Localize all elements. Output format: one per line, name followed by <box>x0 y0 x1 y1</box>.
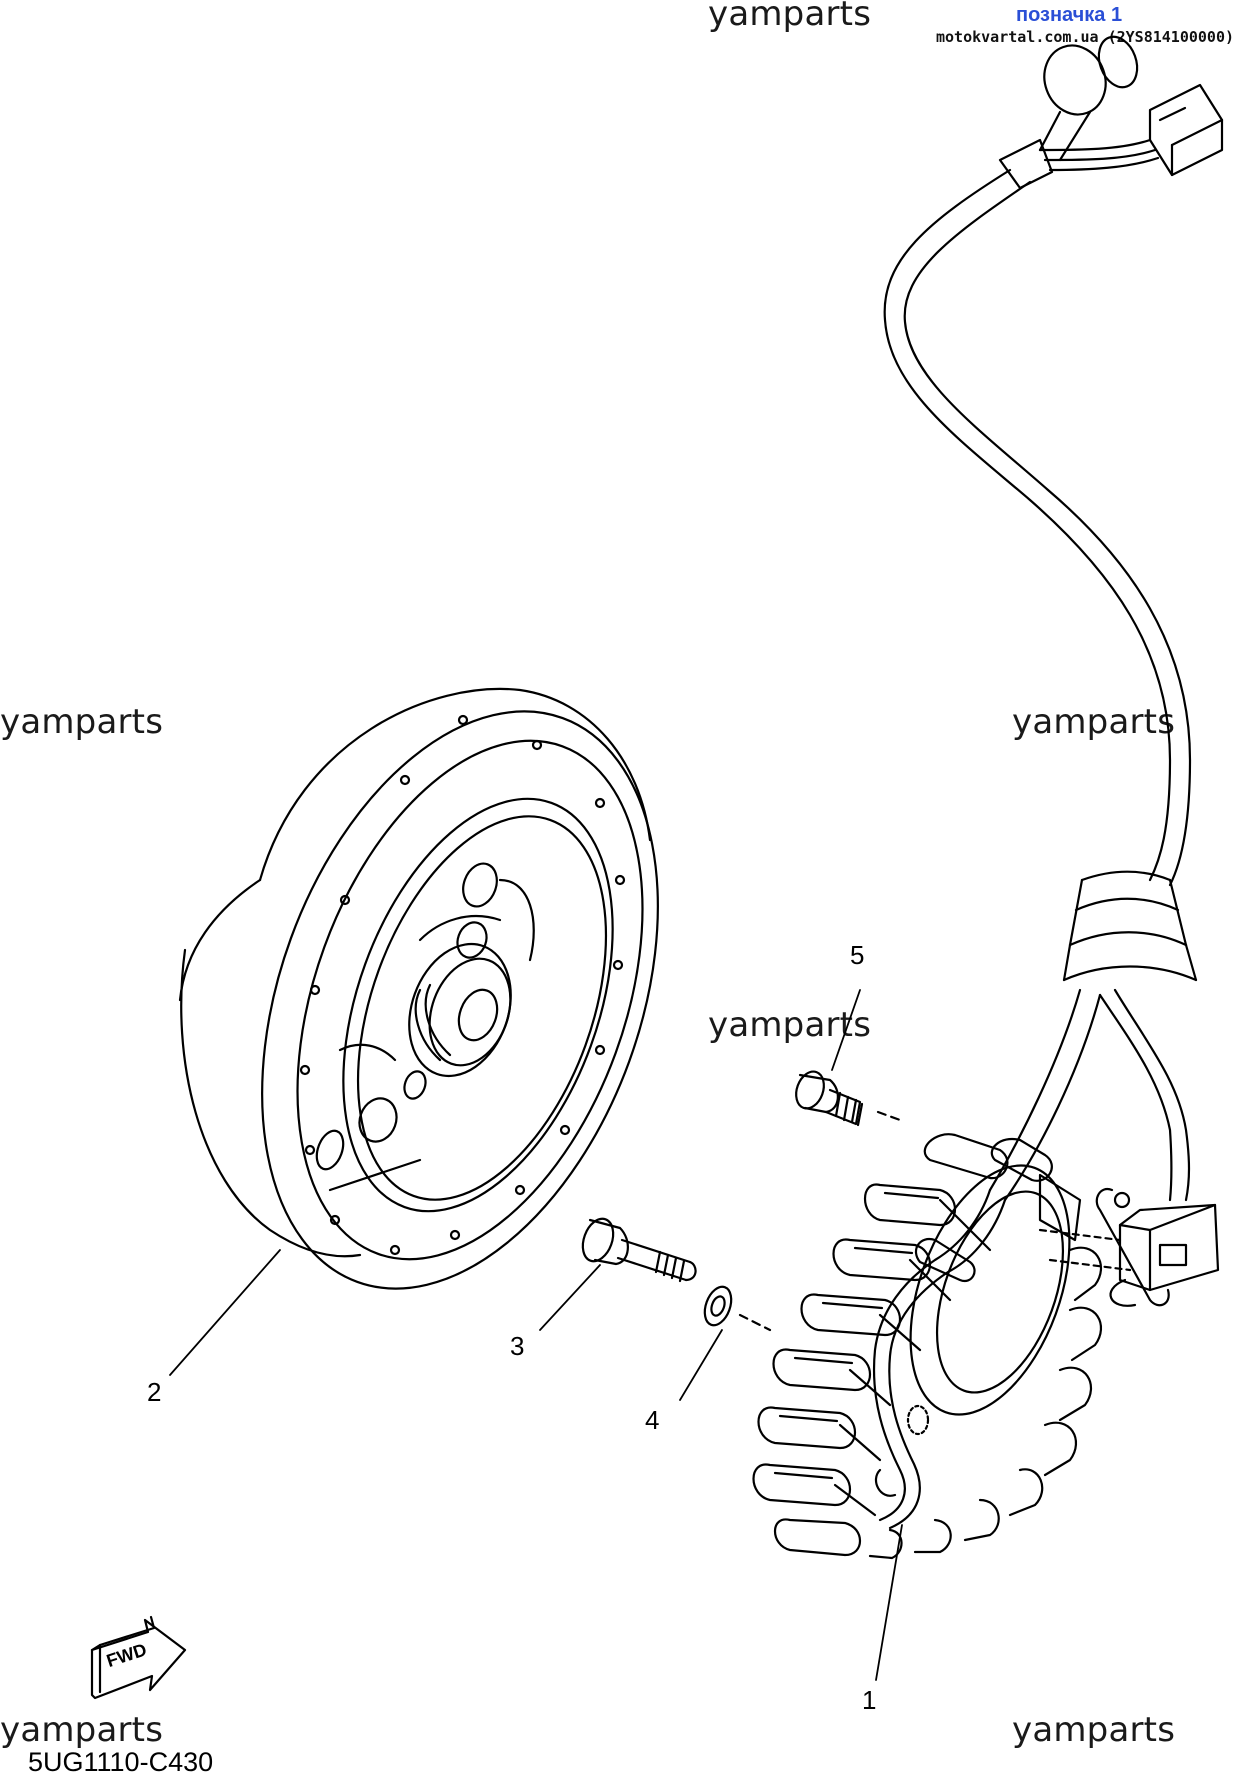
callout-3: 3 <box>510 1331 525 1361</box>
screw <box>795 1070 902 1127</box>
callout-1: 1 <box>862 1685 877 1715</box>
leader-1 <box>875 1524 903 1681</box>
watermark-right-mid: yamparts <box>1012 702 1176 742</box>
callout-5: 5 <box>850 940 865 970</box>
leader-3 <box>539 1264 601 1331</box>
watermark-left-mid: yamparts <box>0 702 164 742</box>
wire-harness <box>883 35 1224 1202</box>
fwd-arrow-icon <box>90 1615 187 1700</box>
leader-4 <box>679 1329 723 1401</box>
bolt <box>581 1217 697 1283</box>
site-reference: motokvartal.com.ua (2YS814100000) <box>936 28 1235 46</box>
watermark-bottom-right: yamparts <box>1012 1710 1176 1750</box>
watermark-bottom-left: yamparts <box>0 1710 164 1750</box>
pickup-coil <box>1095 1187 1220 1307</box>
leader-lines <box>169 989 903 1681</box>
leader-5 <box>831 989 861 1071</box>
leader-2 <box>169 1249 281 1376</box>
callout-4: 4 <box>645 1405 660 1435</box>
rotor-flywheel <box>178 687 659 1290</box>
watermark-top: yamparts <box>708 0 872 34</box>
badge-label: позначка 1 <box>1016 4 1123 26</box>
stator-assembly <box>752 1133 1132 1560</box>
washer <box>703 1285 772 1332</box>
diagram-code: 5UG1110-C430 <box>28 1747 214 1777</box>
callout-2: 2 <box>147 1377 162 1407</box>
